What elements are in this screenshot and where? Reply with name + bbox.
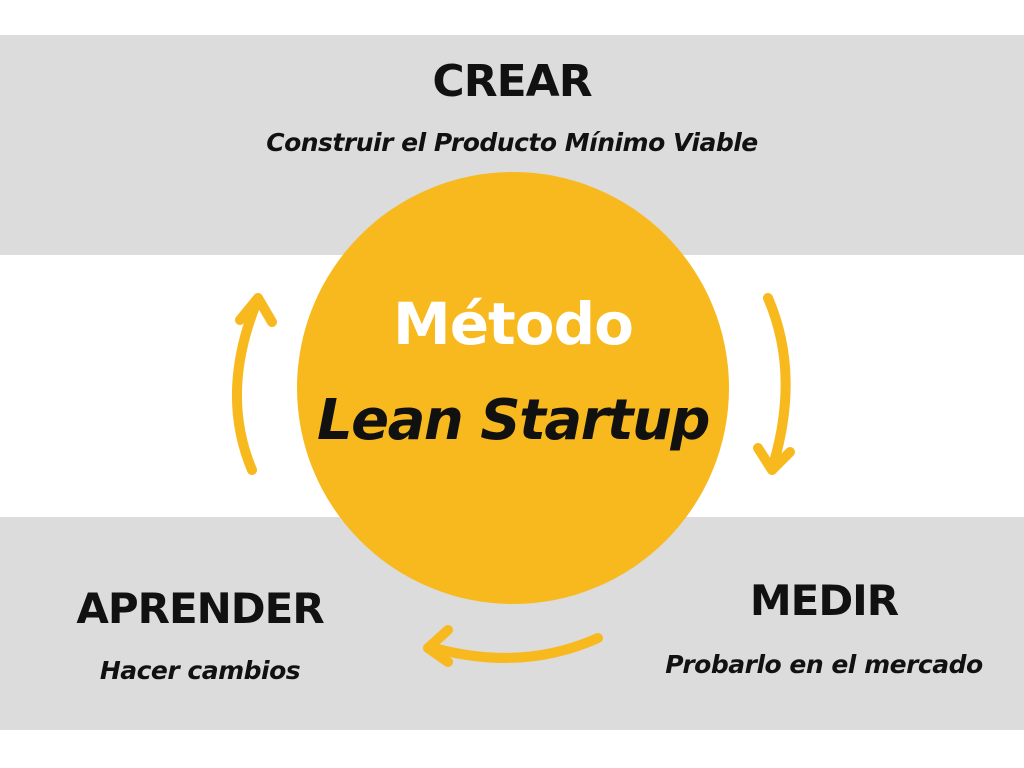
arrow-up-icon (232, 293, 277, 475)
medir-subtitle: Probarlo en el mercado (665, 650, 983, 679)
center-title-line1: Método (393, 290, 634, 358)
center-circle (297, 172, 729, 604)
aprender-subtitle: Hacer cambios (99, 656, 301, 685)
crear-title: CREAR (432, 56, 592, 107)
crear-subtitle: Construir el Producto Mínimo Viable (266, 128, 758, 157)
arrow-down-icon (753, 293, 795, 475)
medir-title: MEDIR (749, 576, 899, 625)
center-title-line2: Lean Startup (316, 388, 711, 453)
aprender-title: APRENDER (76, 584, 324, 633)
